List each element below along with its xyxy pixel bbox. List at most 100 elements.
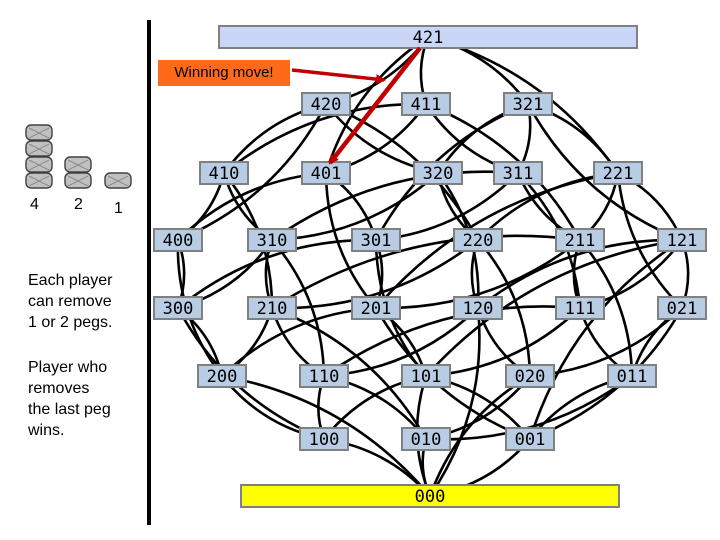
node-label-410: 410 bbox=[209, 164, 240, 184]
pile-label-4: 4 bbox=[30, 196, 39, 213]
node-110: 110 bbox=[299, 364, 349, 388]
rule-win-line: wins. bbox=[28, 422, 65, 439]
node-label-021: 021 bbox=[667, 299, 698, 319]
edge-411-410 bbox=[223, 102, 427, 175]
callout-arrow bbox=[291, 68, 386, 85]
winning-move-callout: Winning move! bbox=[158, 60, 290, 86]
node-400: 400 bbox=[153, 228, 203, 252]
node-320: 320 bbox=[413, 161, 463, 185]
node-310: 310 bbox=[247, 228, 297, 252]
node-box-020 bbox=[505, 364, 555, 388]
edge-401-201 bbox=[324, 172, 377, 309]
edge-221-021 bbox=[616, 172, 683, 309]
node-label-111: 111 bbox=[565, 299, 596, 319]
rule-remove-line: 1 or 2 pegs. bbox=[28, 314, 113, 331]
node-box-011 bbox=[607, 364, 657, 388]
edge-121-101 bbox=[425, 238, 683, 377]
node-001: 001 bbox=[505, 427, 555, 451]
node-label-100: 100 bbox=[309, 430, 340, 450]
node-420: 420 bbox=[301, 92, 351, 116]
node-box-001 bbox=[505, 427, 555, 451]
node-box-000 bbox=[240, 484, 620, 508]
node-label-210: 210 bbox=[257, 299, 288, 319]
rule-win-line: the last peg bbox=[28, 401, 111, 418]
edge-211-011 bbox=[579, 239, 634, 377]
node-box-410 bbox=[199, 161, 249, 185]
node-box-321 bbox=[503, 92, 553, 116]
node-box-210 bbox=[247, 296, 297, 320]
node-box-401 bbox=[301, 161, 351, 185]
edge-120-000 bbox=[428, 307, 481, 497]
node-label-321: 321 bbox=[513, 95, 544, 115]
node-box-010 bbox=[401, 427, 451, 451]
node-box-121 bbox=[657, 228, 707, 252]
pile-label-1: 1 bbox=[114, 200, 123, 217]
node-box-111 bbox=[555, 296, 605, 320]
node-321: 321 bbox=[503, 92, 553, 116]
node-label-320: 320 bbox=[423, 164, 454, 184]
node-121: 121 bbox=[657, 228, 707, 252]
node-300: 300 bbox=[153, 296, 203, 320]
node-label-420: 420 bbox=[311, 95, 342, 115]
node-000: 000 bbox=[240, 484, 620, 508]
edge-421-401 bbox=[324, 35, 429, 174]
node-421: 421 bbox=[218, 25, 638, 49]
peg-pile-1 bbox=[104, 172, 132, 189]
node-label-221: 221 bbox=[603, 164, 634, 184]
edge-301-300 bbox=[177, 238, 377, 310]
node-label-001: 001 bbox=[515, 430, 546, 450]
peg-pile-2 bbox=[64, 156, 92, 189]
node-label-201: 201 bbox=[361, 299, 392, 319]
node-010: 010 bbox=[401, 427, 451, 451]
node-label-310: 310 bbox=[257, 231, 288, 251]
node-box-200 bbox=[197, 364, 247, 388]
node-label-020: 020 bbox=[515, 367, 546, 387]
node-box-421 bbox=[218, 25, 638, 49]
edge-311-310 bbox=[271, 170, 519, 242]
edge-221-201 bbox=[375, 171, 619, 309]
node-220: 220 bbox=[453, 228, 503, 252]
node-111: 111 bbox=[555, 296, 605, 320]
node-label-120: 120 bbox=[463, 299, 494, 319]
node-210: 210 bbox=[247, 296, 297, 320]
node-120: 120 bbox=[453, 296, 503, 320]
node-label-010: 010 bbox=[411, 430, 442, 450]
node-box-420 bbox=[301, 92, 351, 116]
node-box-110 bbox=[299, 364, 349, 388]
node-label-000: 000 bbox=[415, 487, 446, 507]
rule-remove-line: can remove bbox=[28, 293, 112, 310]
edge-111-110 bbox=[323, 305, 581, 378]
node-box-201 bbox=[351, 296, 401, 320]
node-label-121: 121 bbox=[667, 231, 698, 251]
edge-200-000 bbox=[221, 374, 431, 497]
winning-arrows bbox=[291, 46, 422, 165]
node-box-300 bbox=[153, 296, 203, 320]
peg-piles bbox=[25, 124, 132, 189]
node-label-411: 411 bbox=[411, 95, 442, 115]
node-label-301: 301 bbox=[361, 231, 392, 251]
rule-remove: Each player can remove 1 or 2 pegs. bbox=[28, 270, 146, 333]
node-box-211 bbox=[555, 228, 605, 252]
winning-move-arrow bbox=[328, 46, 422, 165]
node-label-300: 300 bbox=[163, 299, 194, 319]
edge-220-210 bbox=[271, 238, 479, 310]
edge-220-020 bbox=[477, 239, 532, 377]
node-box-310 bbox=[247, 228, 297, 252]
node-401: 401 bbox=[301, 161, 351, 185]
node-box-411 bbox=[401, 92, 451, 116]
node-box-021 bbox=[657, 296, 707, 320]
rule-remove-line: Each player bbox=[28, 272, 113, 289]
node-211: 211 bbox=[555, 228, 605, 252]
edge-121-001 bbox=[528, 238, 683, 440]
node-021: 021 bbox=[657, 296, 707, 320]
pile-label-2: 2 bbox=[74, 196, 83, 213]
node-label-211: 211 bbox=[565, 231, 596, 251]
node-box-100 bbox=[299, 427, 349, 451]
node-label-401: 401 bbox=[311, 164, 342, 184]
node-200: 200 bbox=[197, 364, 247, 388]
node-221: 221 bbox=[593, 161, 643, 185]
node-100: 100 bbox=[299, 427, 349, 451]
node-301: 301 bbox=[351, 228, 401, 252]
node-box-301 bbox=[351, 228, 401, 252]
node-box-101 bbox=[401, 364, 451, 388]
